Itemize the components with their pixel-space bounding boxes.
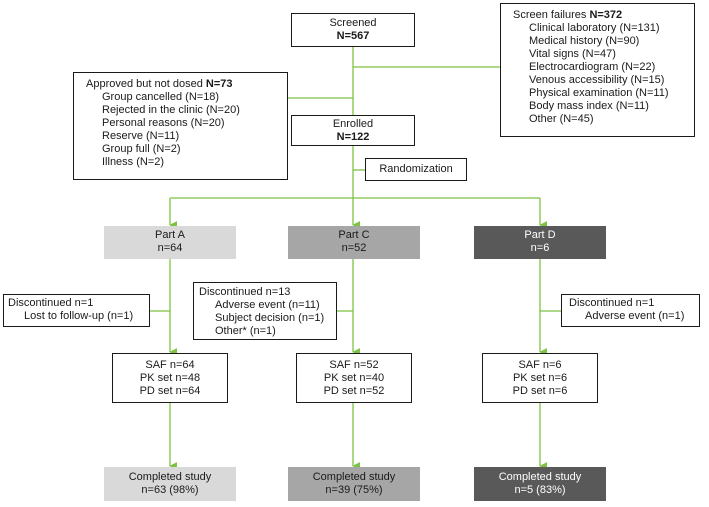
part-c-n: n=52 xyxy=(341,242,367,254)
sets-c-pd: PD set n=52 xyxy=(323,385,385,397)
screen-failure-item: Clinical laboratory (N=131) xyxy=(529,22,660,34)
discontinued-c-item: Other* (n=1) xyxy=(215,325,276,337)
part-d-n: n=6 xyxy=(530,242,550,254)
completed-d-n: n=5 (83%) xyxy=(514,484,566,496)
screen-failures-count: N=372 xyxy=(589,9,623,21)
discontinued-c-box: Discontinued n=13 Adverse event (n=11) S… xyxy=(193,282,337,340)
part-a-box: Part A n=64 xyxy=(104,226,236,259)
approved-item: Group full (N=2) xyxy=(102,143,181,155)
discontinued-c-item: Subject decision (n=1) xyxy=(215,312,325,324)
screen-failure-item: Medical history (N=90) xyxy=(529,35,640,47)
randomization-box: Randomization xyxy=(365,158,467,181)
screen-failure-item: Body mass index (N=11) xyxy=(529,100,649,112)
approved-not-dosed-box: Approved but not dosed N=73 Group cancel… xyxy=(73,72,288,180)
approved-count: N=73 xyxy=(205,78,233,90)
randomization-label: Randomization xyxy=(379,163,453,175)
part-a-name: Part A xyxy=(155,229,185,241)
discontinued-c-item: Adverse event (n=11) xyxy=(215,299,320,311)
sets-a-saf: SAF n=64 xyxy=(145,359,195,371)
part-d-name: Part D xyxy=(524,229,556,241)
screened-box: Screened N=567 xyxy=(291,13,415,47)
screen-failure-item: Vital signs (N=47) xyxy=(529,48,616,60)
sets-a-pk: PK set n=48 xyxy=(139,372,201,384)
screened-label: Screened xyxy=(329,17,377,29)
part-a-n: n=64 xyxy=(157,242,183,254)
completed-d-label: Completed study xyxy=(498,471,582,483)
approved-item: Rejected in the clinic (N=20) xyxy=(102,104,240,116)
part-d-box: Part D n=6 xyxy=(474,226,606,259)
completed-c-label: Completed study xyxy=(312,471,396,483)
approved-item: Reserve (N=11) xyxy=(102,130,180,142)
enrolled-box: Enrolled N=122 xyxy=(291,115,415,146)
sets-c-box: SAF n=52 PK set n=40 PD set n=52 xyxy=(296,353,412,403)
screen-failures-title: Screen failures xyxy=(513,9,590,21)
enrolled-label: Enrolled xyxy=(332,118,374,130)
screen-failures-header: Screen failures N=372 xyxy=(513,9,694,22)
sets-d-box: SAF n=6 PK set n=6 PD set n=6 xyxy=(482,353,598,403)
part-c-box: Part C n=52 xyxy=(288,226,420,259)
approved-header: Approved but not dosed N=73 xyxy=(86,78,287,91)
discontinued-a-box: Discontinued n=1 Lost to follow-up (n=1) xyxy=(3,294,150,327)
sets-d-pd: PD set n=6 xyxy=(512,385,568,397)
sets-d-saf: SAF n=6 xyxy=(518,359,562,371)
screen-failures-box: Screen failures N=372 Clinical laborator… xyxy=(500,3,695,137)
sets-c-pk: PK set n=40 xyxy=(323,372,385,384)
discontinued-d-title: Discontinued n=1 xyxy=(569,297,655,309)
screen-failure-item: Electrocardiogram (N=22) xyxy=(529,61,656,73)
completed-c-n: n=39 (75%) xyxy=(325,484,383,496)
approved-item: Personal reasons (N=20) xyxy=(102,117,225,129)
screened-count: N=567 xyxy=(336,30,370,42)
enrolled-count: N=122 xyxy=(336,131,370,143)
completed-a-n: n=63 (98%) xyxy=(141,484,199,496)
discontinued-a-item: Lost to follow-up (n=1) xyxy=(24,310,134,322)
approved-item: Group cancelled (N=18) xyxy=(102,91,220,103)
sets-a-box: SAF n=64 PK set n=48 PD set n=64 xyxy=(112,353,228,403)
completed-c-box: Completed study n=39 (75%) xyxy=(288,467,420,501)
completed-d-box: Completed study n=5 (83%) xyxy=(474,467,606,501)
screen-failure-item: Physical examination (N=11) xyxy=(529,87,669,99)
discontinued-a-title: Discontinued n=1 xyxy=(8,297,94,309)
sets-d-pk: PK set n=6 xyxy=(512,372,568,384)
screen-failure-item: Venous accessibility (N=15) xyxy=(529,74,665,86)
completed-a-box: Completed study n=63 (98%) xyxy=(104,467,236,501)
discontinued-d-box: Discontinued n=1 Adverse event (n=1) xyxy=(561,294,700,327)
completed-a-label: Completed study xyxy=(128,471,212,483)
sets-c-saf: SAF n=52 xyxy=(329,359,379,371)
approved-title: Approved but not dosed xyxy=(86,78,206,90)
approved-item: Illness (N=2) xyxy=(102,156,165,168)
discontinued-d-item: Adverse event (n=1) xyxy=(585,310,685,322)
sets-a-pd: PD set n=64 xyxy=(139,385,201,397)
part-c-name: Part C xyxy=(338,229,370,241)
discontinued-c-title: Discontinued n=13 xyxy=(199,286,291,298)
screen-failure-item: Other (N=45) xyxy=(529,113,594,125)
